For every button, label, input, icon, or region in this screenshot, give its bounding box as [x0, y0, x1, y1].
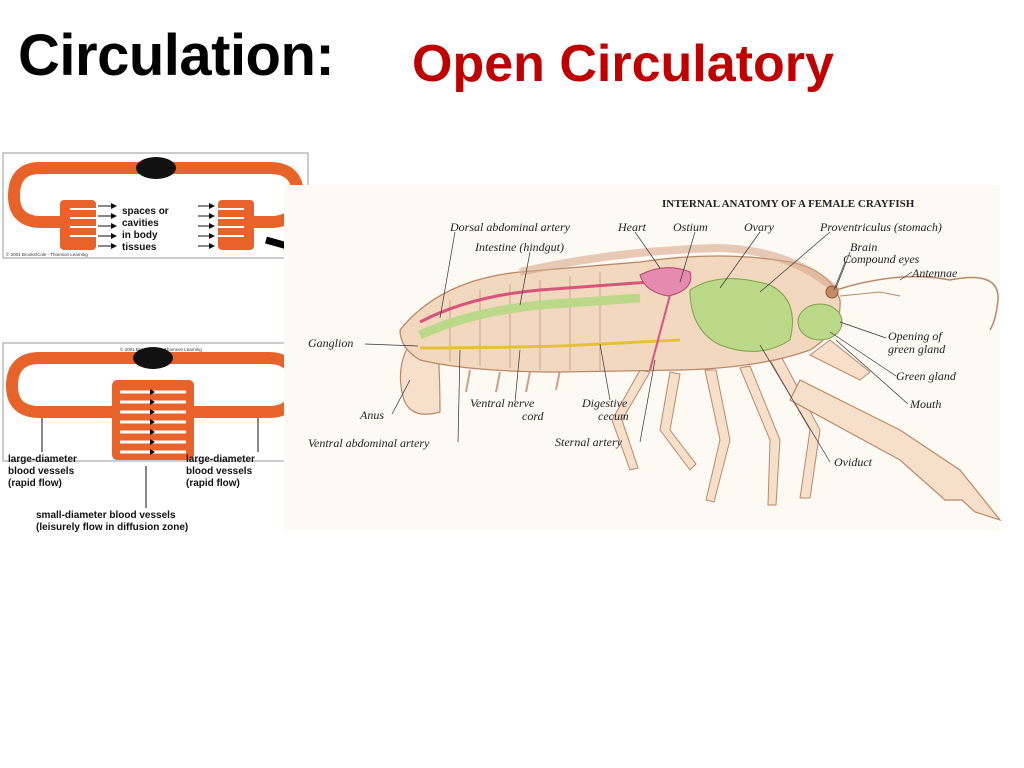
open-left-branches: [60, 200, 96, 250]
label-digestive-cecum: cecum: [598, 409, 629, 423]
closed-left-label: (rapid flow): [8, 478, 62, 489]
closed-left-label: blood vessels: [8, 466, 75, 477]
label-proventriculus: Proventriculus (stomach): [819, 220, 942, 234]
slide-subtitle: Open Circulatory: [412, 35, 834, 93]
open-right-branches: [218, 200, 254, 250]
label-opening-green-gland: green gland: [888, 342, 946, 356]
label-oviduct: Oviduct: [834, 455, 873, 469]
crayfish-sternal-artery: [649, 294, 671, 371]
label-sternal-artery: Sternal artery: [555, 435, 623, 449]
closed-right-label: (rapid flow): [186, 478, 240, 489]
crayfish-small-claw: [809, 339, 871, 381]
open-label-line: spaces or: [122, 206, 169, 217]
label-opening-green-gland: Opening of: [888, 329, 943, 343]
label-heart: Heart: [617, 220, 647, 234]
open-circulation-diagram: spaces or cavities in body tissues © 200…: [2, 152, 309, 259]
crayfish-leader-lines: [364, 231, 913, 463]
open-label-line: cavities: [122, 218, 159, 229]
label-digestive-cecum: Digestive: [581, 396, 628, 410]
closed-left-label: large-diameter: [8, 454, 77, 465]
slide-title: Circulation:: [18, 23, 335, 88]
open-vessel-left: [7, 162, 92, 228]
label-anus: Anus: [359, 408, 384, 422]
crayfish-swimmerets: [465, 369, 561, 393]
crayfish-anatomy-diagram: INTERNAL ANATOMY OF A FEMALE CRAYFISH: [284, 185, 1002, 530]
open-credit: © 2001 Brooks/Cole - Thomson Learning: [6, 251, 88, 257]
closed-bottom-label: (leisurely flow in diffusion zone): [36, 522, 188, 533]
crayfish-dorsal-artery: [419, 280, 651, 324]
open-label-line: tissues: [122, 242, 157, 253]
label-ostium: Ostium: [673, 220, 708, 234]
closed-heart: [133, 347, 173, 369]
label-intestine: Intestine (hindgut): [474, 240, 564, 254]
crayfish-claw: [789, 379, 1002, 522]
label-ovary: Ovary: [744, 220, 775, 234]
closed-right-label: large-diameter: [186, 454, 255, 465]
label-antennae: Antennae: [911, 266, 958, 280]
label-compound-eyes: Compound eyes: [843, 252, 920, 266]
crayfish-eye: [825, 285, 839, 299]
open-heart: [136, 157, 176, 179]
closed-vessel-left: [5, 352, 115, 418]
crayfish-nerve-cord: [419, 338, 681, 350]
crayfish-heart: [639, 267, 692, 297]
label-brain: Brain: [850, 240, 877, 254]
closed-bottom-label: small-diameter blood vessels: [36, 510, 176, 521]
label-ventral-abdominal-artery: Ventral abdominal artery: [308, 436, 430, 450]
open-label-line: in body: [122, 230, 158, 241]
label-green-gland: Green gland: [896, 369, 957, 383]
closed-capillary-bed: [112, 380, 194, 460]
label-ganglion: Ganglion: [308, 336, 353, 350]
crayfish-heading: INTERNAL ANATOMY OF A FEMALE CRAYFISH: [662, 198, 915, 210]
label-mouth: Mouth: [909, 397, 941, 411]
crayfish-antenna: [835, 275, 999, 331]
crayfish-antennule: [839, 291, 901, 297]
crayfish-stomach: [689, 278, 793, 352]
label-ventral-nerve: cord: [522, 409, 545, 423]
closed-right-label: blood vessels: [186, 466, 253, 477]
crayfish-green-gland: [797, 303, 843, 341]
crayfish-legs: [611, 357, 821, 506]
label-dorsal-abdominal-artery: Dorsal abdominal artery: [449, 220, 571, 234]
label-ventral-nerve: Ventral nerve: [470, 396, 535, 410]
crayfish-intestine: [418, 293, 641, 340]
